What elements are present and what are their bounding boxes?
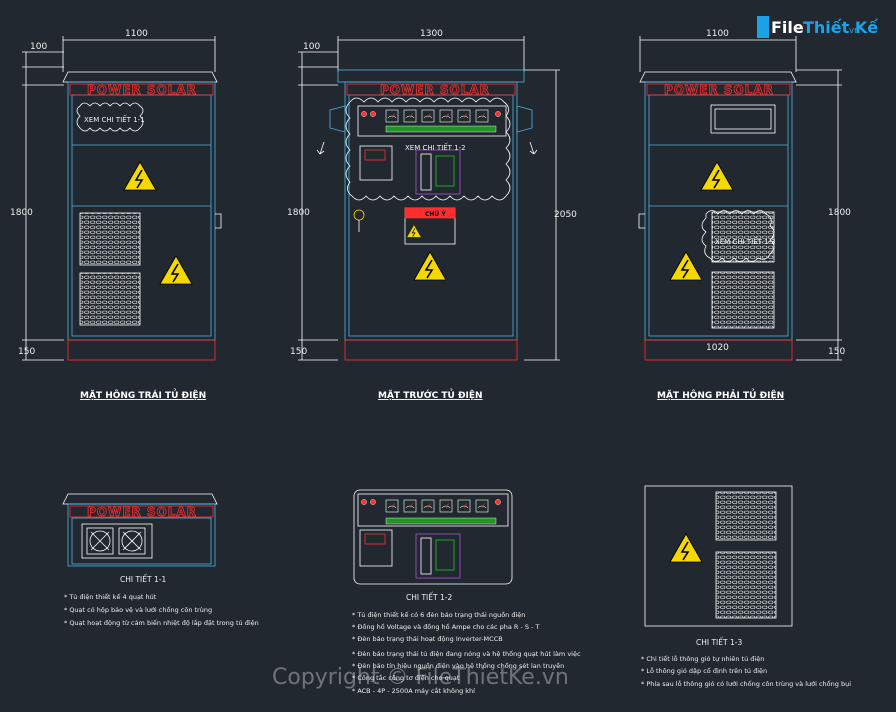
pilot-lamp-icon <box>495 111 501 117</box>
left-dim-width: 1100 <box>125 29 148 39</box>
logo-part-1: File <box>771 18 804 37</box>
warning-triangle-icon <box>123 161 157 191</box>
detail-1-2-note: * Đèn báo trạng thái tủ điện đang nóng v… <box>352 650 581 658</box>
left-side-view <box>22 36 222 361</box>
meter-icon <box>385 499 399 513</box>
left-dim-base: 150 <box>18 347 35 357</box>
front-warning-label: CHÚ Ý <box>425 211 446 218</box>
site-logo: File Thiết Kế .vn <box>757 16 879 38</box>
fan-icon <box>86 527 114 555</box>
detail-1-2-note: * Công tắc công tơ điện cho quạt <box>352 673 460 682</box>
copyright-watermark: Copyright © FileThietKe.vn <box>272 665 569 690</box>
warning-triangle-icon <box>669 251 703 281</box>
airflow-arrow-icon <box>529 141 538 155</box>
left-brand-label: POWER SOLAR <box>87 83 197 97</box>
detail-1-1-drawing <box>62 493 218 567</box>
left-dim-roof: 100 <box>30 42 47 52</box>
detail-1-2-drawing <box>353 489 513 585</box>
detail-1-1-caption: CHI TIẾT 1-1 <box>120 574 166 584</box>
logo-part-2: Thiết Kế <box>803 18 879 37</box>
pilot-lamp-icon <box>370 499 376 505</box>
warning-triangle-icon <box>700 161 734 191</box>
warning-triangle-icon <box>669 533 703 563</box>
front-lamp-row <box>361 109 501 133</box>
detail-1-2-note: * ACB - 4P - 2500A máy cắt không khí <box>352 686 475 695</box>
meter-icon <box>403 499 417 513</box>
door-handle-icon <box>638 213 645 229</box>
detail-1-2-note: * Tủ điện thiết kế có 6 đèn báo trạng th… <box>352 611 525 619</box>
detail-1-1-note: * Quạt hoạt động từ cảm biến nhiệt độ lắ… <box>64 618 259 627</box>
front-view <box>298 36 560 361</box>
right-brand-label: POWER SOLAR <box>664 83 774 97</box>
pilot-lamp-icon <box>361 111 367 117</box>
airflow-arrow-icon <box>316 141 325 155</box>
left-dim-height: 1800 <box>10 208 33 218</box>
right-dim-base: 150 <box>828 347 845 357</box>
detail-1-3-note: * Chi tiết lỗ thông gió tự nhiên tủ điện <box>641 654 764 663</box>
detail-1-3-caption: CHI TIẾT 1-3 <box>696 637 742 647</box>
detail-1-3-drawing <box>644 485 793 627</box>
logo-part-3: .vn <box>846 26 860 36</box>
front-dim-roof: 100 <box>303 42 320 52</box>
key-icon <box>353 209 365 221</box>
right-callout-label: XEM CHI TIẾT 1-3 <box>715 236 776 246</box>
pilot-lamp-icon <box>361 499 367 505</box>
meter-icon <box>403 109 417 123</box>
door-handle-icon <box>215 213 222 229</box>
detail-1-2-note: * Đèn báo tín hiệu nguồn điện vào hệ thố… <box>352 662 564 670</box>
meter-icon <box>475 499 489 513</box>
warning-triangle-icon <box>413 251 447 281</box>
warning-triangle-icon <box>406 224 422 238</box>
meter-icon <box>385 109 399 123</box>
detail-1-2-note: * Đồng hồ Voltage và đồng hồ Ampe cho cá… <box>352 623 540 631</box>
meter-icon <box>457 109 471 123</box>
pilot-lamp-icon <box>370 111 376 117</box>
front-dim-width: 1300 <box>420 29 443 39</box>
right-side-view <box>638 36 842 361</box>
front-dim-total: 2050 <box>554 210 577 220</box>
front-brand-label: POWER SOLAR <box>380 83 490 97</box>
meter-icon <box>457 499 471 513</box>
front-dim-base: 150 <box>290 347 307 357</box>
meter-icon <box>439 499 453 513</box>
front-dim-height: 1800 <box>287 208 310 218</box>
front-view-title: MẶT TRƯỚC TỦ ĐIỆN <box>378 388 483 401</box>
meter-icon <box>475 109 489 123</box>
detail-1-2-note: * Đèn báo trạng thái hoạt động Inverter-… <box>352 635 503 643</box>
detail-1-1-note: * Quạt có hộp bảo vệ và lưới chống côn t… <box>64 606 212 614</box>
meter-icon <box>421 499 435 513</box>
front-callout-label: XEM CHI TIẾT 1-2 <box>405 142 466 152</box>
detail-1-3-note: * Lỗ thông gió dập cố định trên tủ điện <box>641 666 767 675</box>
detail-1-1-brand-label: POWER SOLAR <box>87 505 197 519</box>
warning-triangle-icon <box>159 255 193 285</box>
detail-1-2-caption: CHI TIẾT 1-2 <box>406 592 452 602</box>
right-dim-height: 1800 <box>828 208 851 218</box>
left-view-title: MẶT HÔNG TRÁI TỦ ĐIỆN <box>80 388 206 401</box>
fan-icon <box>118 527 146 555</box>
left-callout-label: XEM CHI TIẾT 1-1 <box>84 114 145 124</box>
meter-icon <box>421 109 435 123</box>
right-dim-width: 1100 <box>706 29 729 39</box>
detail-1-3-note: * Phía sau lỗ thông gió có lưới chống cô… <box>641 679 851 688</box>
detail-1-2-lamp-row <box>361 499 501 513</box>
pilot-lamp-icon <box>495 499 501 505</box>
meter-icon <box>439 109 453 123</box>
right-dim-inner: 1020 <box>706 343 729 353</box>
right-view-title: MẶT HÔNG PHẢI TỦ ĐIỆN <box>657 388 784 401</box>
detail-1-1-note: * Tủ điện thiết kế 4 quạt hút <box>64 593 157 601</box>
